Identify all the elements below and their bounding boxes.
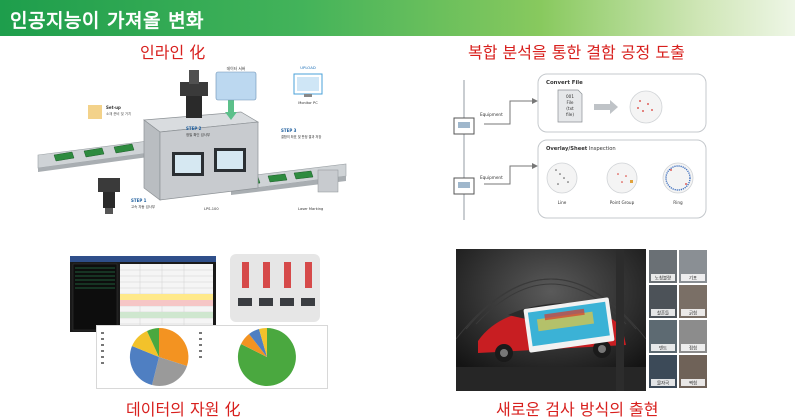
- defect-tile-label: 접힘: [689, 345, 697, 352]
- pattern-ring-label: Ring: [673, 200, 683, 205]
- car-inspection-photo: [456, 249, 646, 391]
- svg-text:Overlay/Sheet Inspection: Overlay/Sheet Inspection: [546, 146, 616, 152]
- file-line-1: 001: [566, 94, 574, 99]
- defect-tile-label-bg: [681, 344, 705, 351]
- setup-label: Set-up: [106, 105, 121, 110]
- defect-tile-label: 덴트: [659, 346, 667, 352]
- defect-tile: 기포: [679, 250, 707, 283]
- defect-tile: 덴트: [649, 320, 677, 353]
- step1-desc: 고속 자동 검사부: [131, 204, 155, 209]
- overlay-title-rest: Inspection: [587, 146, 615, 152]
- step2-label: STEP 2: [186, 126, 202, 131]
- page-title: 인공지능이 가져올 변화: [10, 10, 205, 32]
- step3-desc: 결함의 좌표 및 판정 결과 저장: [281, 134, 321, 139]
- defect-tile-label-bg: [681, 309, 705, 316]
- defect-tile-label-bg: [651, 344, 675, 351]
- equipment-icon: Equipment: [453, 175, 503, 195]
- defect-tile: 찰흔들: [649, 285, 677, 318]
- pattern-line-label: Line: [558, 200, 567, 205]
- composite-analysis-diagram: Equipment Equipment Convert File 001 Fil…: [450, 66, 710, 224]
- step3-label: STEP 3: [281, 128, 297, 133]
- overlay-title-bold: Overlay/Sheet: [546, 146, 588, 152]
- file-line-2: File: [566, 100, 573, 105]
- caption-analysis: 복합 분석을 통한 결함 공정 도출: [468, 43, 685, 62]
- defect-tile-label: 찍힘: [689, 380, 697, 387]
- defect-tile-label-bg: [651, 274, 675, 281]
- setup-desc: 소재 준비 및 거치: [106, 111, 131, 116]
- upload-label: UPLOAD: [300, 65, 316, 70]
- step1-label: STEP 1: [131, 198, 147, 203]
- equipment-icon: Equipment: [453, 112, 503, 135]
- file-line-3: (txt: [566, 106, 574, 111]
- defect-tile-label-bg: [681, 379, 705, 386]
- defect-tile: 긁힘: [679, 285, 707, 318]
- defect-tile-label-bg: [651, 379, 675, 386]
- equipment-label-2: Equipment: [480, 175, 503, 180]
- defect-tile-label-bg: [651, 309, 675, 316]
- defect-tile-label: 노칭불량: [655, 275, 671, 282]
- model-label: LPS-100: [204, 207, 219, 211]
- equipment-label-1: Equipment: [480, 112, 503, 117]
- monitor-label: Monitor PC: [298, 101, 318, 105]
- defect-tile-label-bg: [681, 274, 705, 281]
- defect-tile-label: 기포: [689, 275, 697, 282]
- defect-tile-label: 찰흔들: [657, 310, 669, 317]
- defect-tile: 찍힘: [679, 355, 707, 388]
- inline-machine-diagram: 데이터 서버 UPLOAD Monitor PC Set-up 소재 준비 및 …: [36, 60, 366, 232]
- pie-charts-screenshot: [96, 325, 328, 389]
- caption-new-inspection: 새로운 검사 방식의 출현: [496, 400, 659, 419]
- caption-inline: 인라인 化: [140, 43, 206, 62]
- laser-label: Laser Marking: [298, 207, 323, 211]
- defect-tile: 노칭불량: [649, 250, 677, 283]
- defect-tile-label: 긁힘: [689, 310, 697, 317]
- defect-tile-label: 물자국: [657, 380, 669, 387]
- histogram-screenshot: [230, 254, 320, 322]
- header-bar: 인공지능이 가져올 변화: [0, 0, 795, 36]
- defect-tile: 접힘: [679, 320, 707, 353]
- step2-desc: 정밀 확인 검사부: [186, 132, 210, 137]
- data-table-screenshot: [70, 256, 216, 332]
- file-line-4: file): [566, 112, 574, 117]
- pie-chart-left: [129, 327, 189, 386]
- caption-data-resource: 데이터의 자원 化: [126, 400, 241, 419]
- server-label: 데이터 서버: [227, 66, 246, 71]
- pie-chart-right: [237, 327, 296, 386]
- convert-file-title: Convert File: [546, 80, 583, 86]
- defect-tile: 물자국: [649, 355, 677, 388]
- pattern-point-group-label: Point Group: [610, 200, 635, 205]
